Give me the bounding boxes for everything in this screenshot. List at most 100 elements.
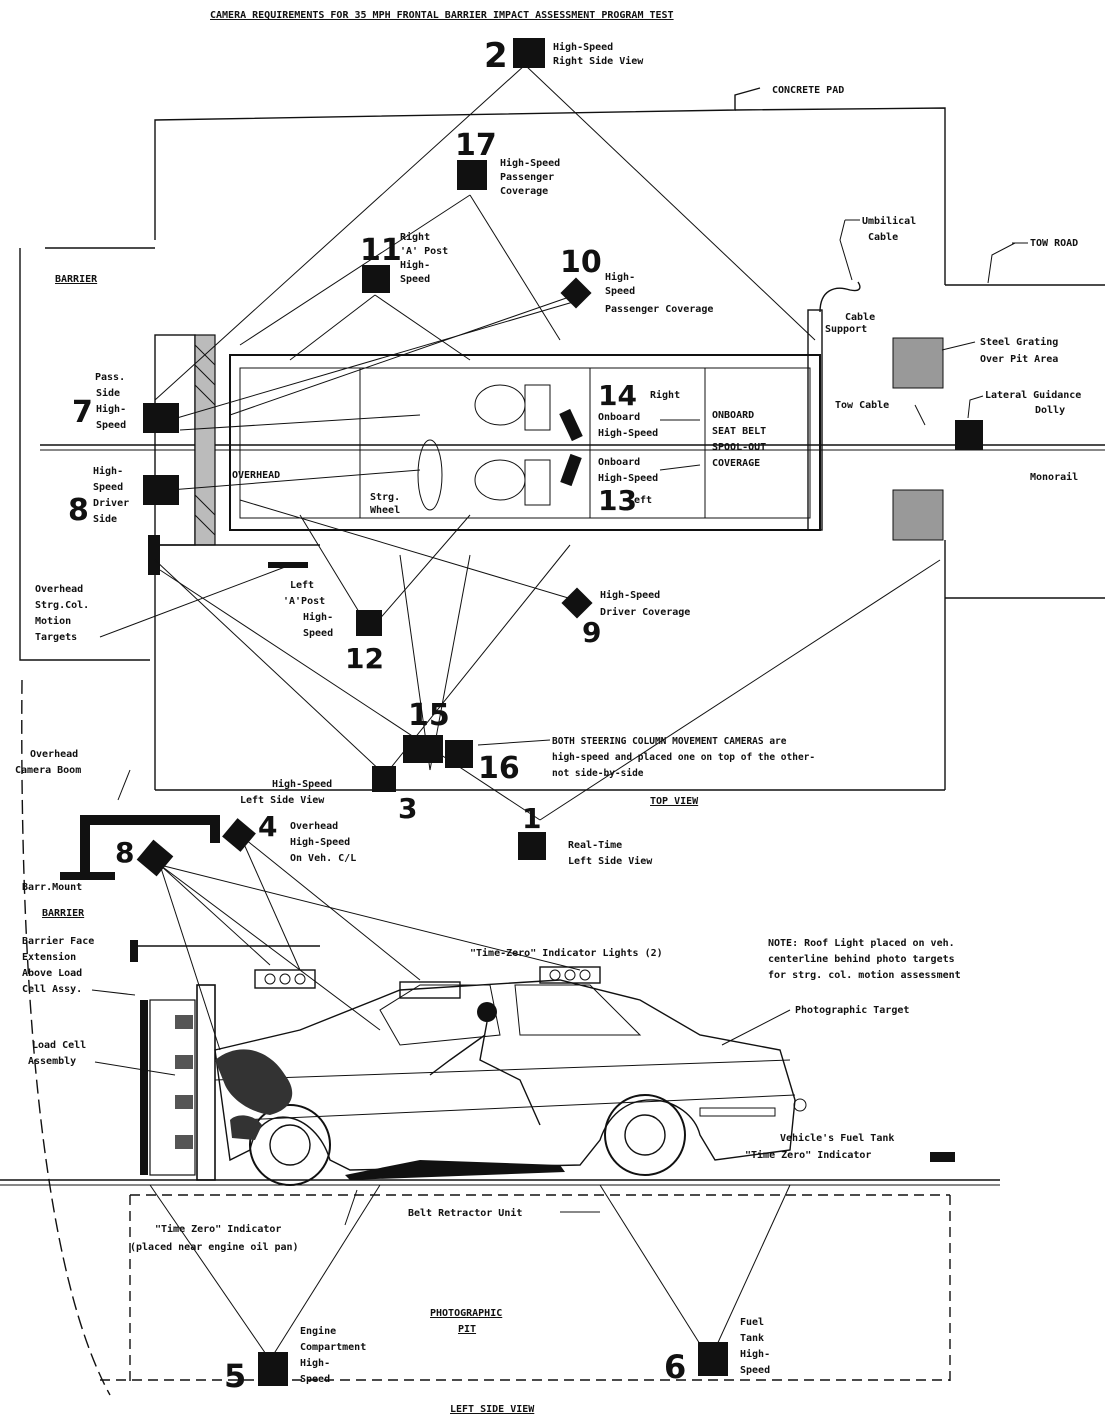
svg-text:16: 16 xyxy=(478,751,520,786)
svg-text:Camera Boom: Camera Boom xyxy=(15,765,81,776)
onboard-belt-label: ONBOARD xyxy=(712,410,754,421)
svg-text:High-Speed: High-Speed xyxy=(598,427,658,439)
svg-text:Strg.Col.: Strg.Col. xyxy=(35,600,89,611)
camera-2: 2 High-Speed Right Side View xyxy=(484,36,644,76)
svg-text:Speed: Speed xyxy=(400,274,430,285)
svg-text:High-Speed: High-Speed xyxy=(290,836,350,848)
svg-text:Cell Assy.: Cell Assy. xyxy=(22,984,82,995)
svg-text:14: 14 xyxy=(598,379,637,412)
camera-4: 4 Overhead High-Speed On Veh. C/L xyxy=(222,810,356,864)
svg-text:Engine: Engine xyxy=(300,1325,336,1337)
svg-text:Pass.: Pass. xyxy=(95,372,125,383)
lateral-guidance-label: Lateral Guidance xyxy=(985,389,1081,401)
top-view-labels: CONCRETE PAD TOW ROAD BARRIER Umbilical … xyxy=(15,85,1081,807)
svg-text:High-Speed: High-Speed xyxy=(600,589,660,601)
barrier-face-label: Barrier Face xyxy=(22,935,94,947)
strg-wheel-label: Strg. xyxy=(370,492,400,503)
camera-8-side: 8 xyxy=(115,836,174,877)
side-view-structure xyxy=(0,679,1000,1396)
svg-text:Coverage: Coverage xyxy=(500,186,548,197)
svg-text:Cable: Cable xyxy=(868,232,898,243)
steel-grating-label: Steel Grating xyxy=(980,336,1058,348)
camera-14: 14 Right Onboard High-Speed xyxy=(598,379,680,439)
svg-text:Speed: Speed xyxy=(740,1365,770,1376)
svg-text:Support: Support xyxy=(825,324,867,335)
camera-9: 9 High-Speed Driver Coverage xyxy=(561,587,690,649)
svg-text:Speed: Speed xyxy=(300,1374,330,1385)
svg-text:High-Speed: High-Speed xyxy=(553,41,613,53)
both-steering-note: BOTH STEERING COLUMN MOVEMENT CAMERAS ar… xyxy=(552,736,787,747)
svg-text:Speed: Speed xyxy=(303,628,333,639)
svg-text:High-Speed: High-Speed xyxy=(598,472,658,484)
svg-text:Fuel: Fuel xyxy=(740,1317,764,1328)
barrier-label-top: BARRIER xyxy=(55,274,98,285)
camera-6: 6 Fuel Tank High- Speed xyxy=(664,1317,770,1386)
svg-text:Motion: Motion xyxy=(35,615,71,627)
camera-3: High-Speed Left Side View 3 xyxy=(240,766,417,825)
svg-text:Overhead: Overhead xyxy=(290,821,338,832)
time-zero-indicator-label: "Time Zero" Indicator xyxy=(745,1149,871,1161)
camera-10: 10 High- Speed Passenger Coverage xyxy=(560,245,713,315)
time-zero-engine-label: "Time Zero" Indicator xyxy=(155,1223,281,1235)
barr-mount-label: Barr.Mount xyxy=(22,882,82,893)
barrier-label-side: BARRIER xyxy=(42,908,85,919)
svg-text:PIT: PIT xyxy=(458,1324,476,1335)
svg-text:Over Pit Area: Over Pit Area xyxy=(980,353,1058,365)
camera-8-top: High- Speed 8 Driver Side xyxy=(68,465,179,528)
svg-text:High-: High- xyxy=(303,611,333,623)
svg-text:'A' Post: 'A' Post xyxy=(400,246,448,257)
svg-text:10: 10 xyxy=(560,245,602,280)
camera-5: 5 Engine Compartment High- Speed xyxy=(224,1325,366,1395)
svg-text:SPOOL-OUT: SPOOL-OUT xyxy=(712,442,766,453)
tow-cable-label: Tow Cable xyxy=(835,400,889,411)
side-view-cameras: 8 4 Overhead High-Speed On Veh. C/L 5 En… xyxy=(115,810,770,1395)
svg-text:for strg. col. motion assessme: for strg. col. motion assessment xyxy=(768,969,961,981)
svg-text:Dolly: Dolly xyxy=(1035,405,1065,416)
camera-7: Pass. 7 Side High- Speed xyxy=(72,372,179,433)
indicator-lights-label: "Time-Zero" Indicator Lights (2) xyxy=(470,947,663,959)
svg-text:COVERAGE: COVERAGE xyxy=(712,458,760,469)
roof-light-note: NOTE: Roof Light placed on veh. xyxy=(768,937,955,949)
svg-text:Above Load: Above Load xyxy=(22,968,82,979)
svg-text:Extension: Extension xyxy=(22,951,76,963)
svg-text:On Veh. C/L: On Veh. C/L xyxy=(290,853,356,864)
left-side-view-caption: LEFT SIDE VIEW xyxy=(450,1404,535,1415)
svg-text:8: 8 xyxy=(115,836,134,869)
svg-text:centerline behind photo target: centerline behind photo targets xyxy=(768,953,955,965)
svg-text:Driver: Driver xyxy=(93,497,129,509)
svg-text:(placed near engine oil pan): (placed near engine oil pan) xyxy=(130,1241,299,1253)
svg-text:Side: Side xyxy=(96,387,120,399)
camera-12: Left 'A'Post High- Speed 12 xyxy=(283,580,384,675)
svg-text:Wheel: Wheel xyxy=(370,505,400,516)
top-view-outlines xyxy=(19,87,1105,791)
svg-text:Assembly: Assembly xyxy=(28,1056,76,1067)
top-view-sight-lines xyxy=(154,64,941,821)
svg-text:Speed: Speed xyxy=(96,420,126,431)
overhead-label: OVERHEAD xyxy=(232,470,280,481)
svg-text:Right Side View: Right Side View xyxy=(553,55,644,67)
svg-text:High-: High- xyxy=(300,1357,330,1369)
svg-text:3: 3 xyxy=(398,792,417,825)
svg-text:8: 8 xyxy=(68,493,89,528)
svg-text:Left Side View: Left Side View xyxy=(568,855,653,867)
svg-text:7: 7 xyxy=(72,395,93,430)
svg-text:Real-Time: Real-Time xyxy=(568,839,622,851)
overhead-targets-label: Overhead xyxy=(35,584,83,595)
svg-text:Passenger Coverage: Passenger Coverage xyxy=(605,304,713,315)
svg-text:'A'Post: 'A'Post xyxy=(283,596,325,607)
svg-text:Onboard: Onboard xyxy=(598,412,640,423)
svg-text:Tank: Tank xyxy=(740,1333,764,1344)
svg-text:Side: Side xyxy=(93,513,117,525)
camera-15: 15 xyxy=(403,698,450,763)
svg-text:15: 15 xyxy=(408,698,450,733)
svg-text:Speed: Speed xyxy=(93,482,123,493)
photo-target-label: Photographic Target xyxy=(795,1004,909,1016)
svg-text:SEAT BELT: SEAT BELT xyxy=(712,426,766,437)
svg-text:Targets: Targets xyxy=(35,632,77,643)
svg-text:17: 17 xyxy=(455,128,497,163)
svg-text:13: 13 xyxy=(598,484,637,517)
load-cell-label: Load Cell xyxy=(32,1040,86,1051)
svg-text:Compartment: Compartment xyxy=(300,1342,366,1353)
svg-text:Speed: Speed xyxy=(605,286,635,297)
